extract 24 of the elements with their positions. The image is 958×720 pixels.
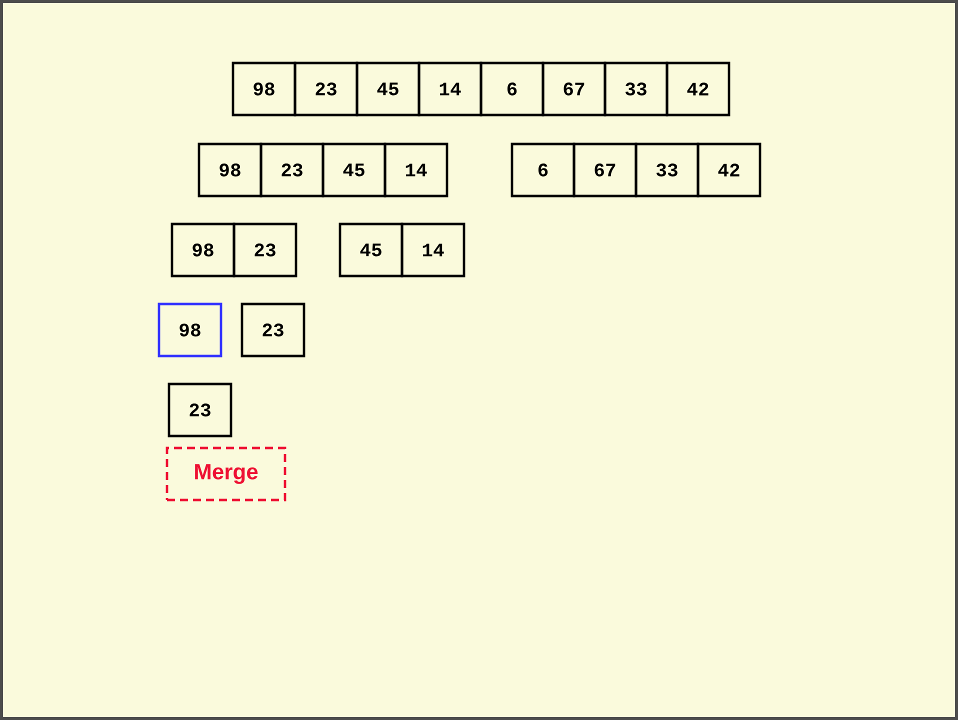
value-cell: 98 (158, 302, 222, 358)
value-cell: 45 (338, 222, 404, 278)
value-cell: 98 (198, 142, 262, 198)
value-cell: 45 (322, 142, 386, 198)
value-cell: 42 (666, 62, 730, 116)
value-cell: 14 (400, 222, 466, 278)
value-cell: 23 (260, 142, 324, 198)
value-cell: 23 (294, 62, 358, 116)
value-cell: 45 (356, 62, 420, 116)
value-cell: 23 (168, 382, 232, 438)
value-cell: 67 (572, 142, 638, 198)
value-cell: 14 (384, 142, 448, 198)
value-cell: 23 (240, 302, 306, 358)
value-cell: 67 (542, 62, 606, 116)
value-cell: 33 (634, 142, 700, 198)
value-cell: 42 (696, 142, 762, 198)
value-cell: 6 (510, 142, 576, 198)
value-cell: 33 (604, 62, 668, 116)
value-cell: 6 (480, 62, 544, 116)
value-cell: 14 (418, 62, 482, 116)
value-cell: 23 (232, 222, 298, 278)
value-cell: 98 (232, 62, 296, 116)
merge-label: Merge (166, 446, 286, 502)
value-cell: 98 (170, 222, 236, 278)
